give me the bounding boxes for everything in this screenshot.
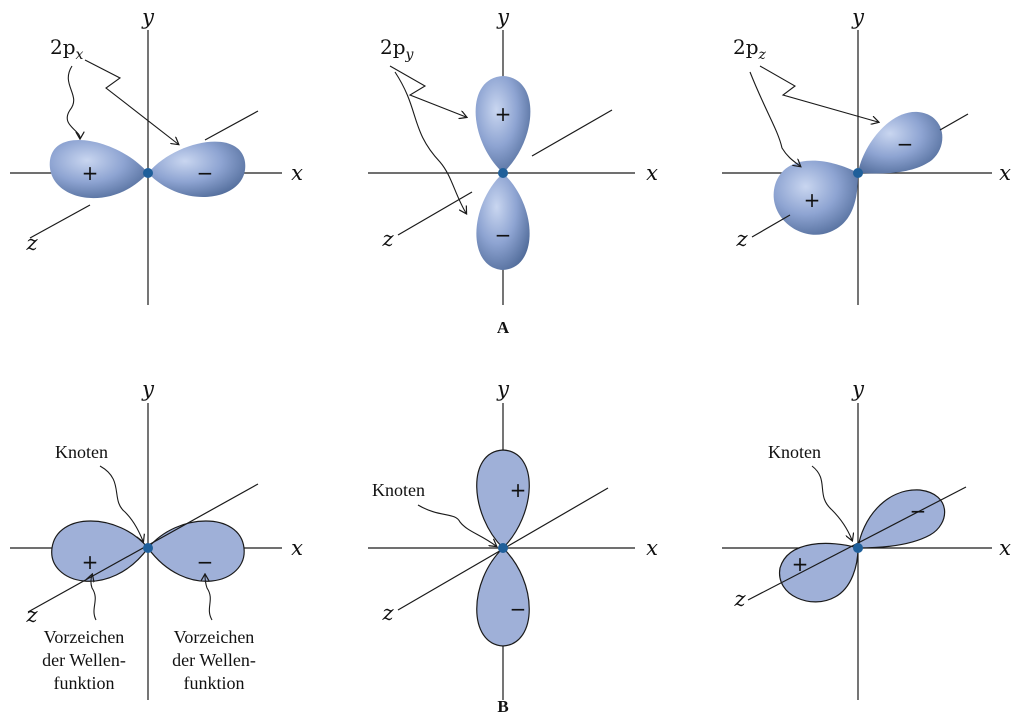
orbital-label-py: 2py bbox=[380, 35, 415, 63]
pointer-arrow bbox=[812, 466, 852, 540]
z-axis-front bbox=[30, 205, 90, 238]
x-axis-label: x bbox=[999, 161, 1011, 185]
sign-plus: + bbox=[82, 550, 99, 574]
y-axis-label: y bbox=[496, 377, 510, 401]
pointer-arrow bbox=[760, 66, 878, 122]
z-axis-back bbox=[532, 110, 612, 156]
y-axis-label: y bbox=[141, 377, 155, 401]
z-axis-back bbox=[940, 114, 968, 130]
lobe-minus bbox=[476, 173, 529, 270]
sign-label-left-line3: funktion bbox=[54, 673, 115, 693]
sign-label-left-line2: der Wellen- bbox=[42, 650, 126, 670]
sign-minus: − bbox=[897, 132, 914, 156]
pointer-arrow bbox=[395, 72, 466, 213]
x-axis-label: x bbox=[999, 536, 1011, 560]
pointer-arrow bbox=[750, 72, 800, 166]
node-point bbox=[498, 543, 508, 553]
z-axis-label: z bbox=[381, 601, 394, 625]
sign-minus: − bbox=[197, 161, 214, 185]
panel-a-pz: + − y x z 2pz bbox=[722, 5, 1011, 305]
sign-minus: − bbox=[910, 499, 927, 523]
node-label: Knoten bbox=[55, 442, 108, 462]
node-point bbox=[853, 543, 863, 553]
panel-b-pz: + − y x z Knoten bbox=[722, 377, 1011, 700]
sign-label-left-line1: Vorzeichen bbox=[44, 627, 125, 647]
x-axis-label: x bbox=[291, 536, 303, 560]
x-axis-label: x bbox=[646, 161, 658, 185]
x-axis-label: x bbox=[291, 161, 303, 185]
pointer-arrow bbox=[390, 66, 466, 117]
lobe-plus bbox=[50, 140, 148, 198]
panel-b-px: + − y x z Knoten Vorzeichen der Wellen- … bbox=[10, 377, 303, 700]
sign-minus: − bbox=[495, 223, 512, 247]
node-point bbox=[853, 168, 863, 178]
pointer-arrow bbox=[67, 66, 80, 138]
z-axis-label: z bbox=[733, 587, 746, 611]
z-axis-label: z bbox=[25, 603, 38, 627]
x-axis-label: x bbox=[646, 536, 658, 560]
z-axis-label: z bbox=[735, 227, 748, 251]
z-axis-label: z bbox=[381, 227, 394, 251]
lobe-minus bbox=[858, 490, 945, 548]
node-point bbox=[143, 168, 153, 178]
y-axis-label: y bbox=[496, 5, 510, 29]
sign-label-right-line2: der Wellen- bbox=[172, 650, 256, 670]
orbital-label-px: 2px bbox=[50, 35, 84, 63]
node-point bbox=[498, 168, 508, 178]
z-axis-front bbox=[752, 215, 790, 237]
y-axis-label: y bbox=[851, 5, 865, 29]
sign-minus: − bbox=[510, 597, 527, 621]
sign-plus: + bbox=[510, 478, 527, 502]
sign-plus: + bbox=[804, 188, 821, 212]
panel-a-py: + − y x z 2py bbox=[368, 5, 658, 305]
sign-label-right-line1: Vorzeichen bbox=[174, 627, 255, 647]
panel-label-b: B bbox=[497, 697, 508, 716]
sign-minus: − bbox=[197, 550, 214, 574]
sign-plus: + bbox=[495, 102, 512, 126]
z-axis-back bbox=[205, 111, 258, 140]
sign-plus: + bbox=[792, 552, 809, 576]
z-axis-front bbox=[398, 192, 472, 235]
panel-a-px: + − y x z 2px bbox=[10, 5, 303, 305]
node-label: Knoten bbox=[372, 480, 425, 500]
sign-label-right-line3: funktion bbox=[184, 673, 245, 693]
sign-plus: + bbox=[82, 161, 99, 185]
node-label: Knoten bbox=[768, 442, 821, 462]
node-point bbox=[143, 543, 153, 553]
panel-b-py: + − y x z Knoten bbox=[368, 377, 658, 700]
y-axis-label: y bbox=[851, 377, 865, 401]
panel-label-a: A bbox=[497, 318, 510, 337]
orbital-label-pz: 2pz bbox=[733, 35, 767, 63]
z-axis-label: z bbox=[25, 231, 38, 255]
y-axis-label: y bbox=[141, 5, 155, 29]
pointer-arrow bbox=[85, 60, 178, 144]
